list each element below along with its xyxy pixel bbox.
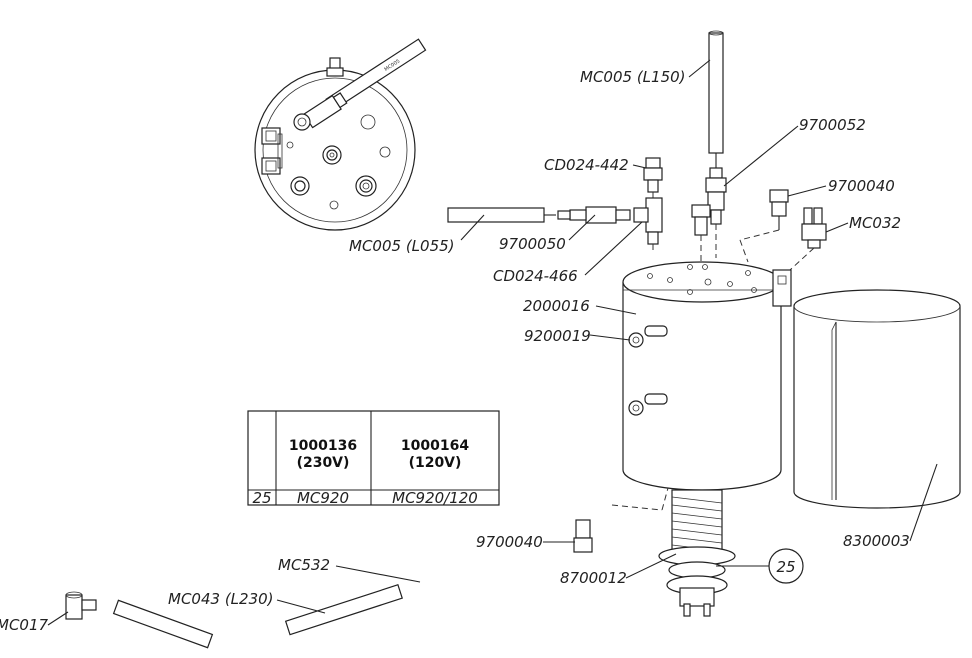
label-mc532: MC532 (278, 556, 330, 574)
label-9200019: 9200019 (524, 327, 591, 345)
label-9700040-top: 9700040 (828, 177, 895, 195)
tee-cd024-466 (633, 197, 663, 252)
table-cell-2: MC920/120 (392, 489, 478, 507)
variant-table: 1000136 (230V) 1000164 (120V) 25 MC920 M… (247, 410, 500, 507)
callout-25-text: 25 (776, 558, 795, 576)
callout-25: 25 (716, 548, 804, 584)
tube-mc043-l230 (284, 584, 403, 636)
label-cd024-466: CD024-466 (493, 267, 578, 285)
fitting-small (691, 204, 711, 262)
fitting-9700040-top (739, 189, 789, 263)
fitting-9700052 (705, 167, 727, 258)
elbow-mc017 (65, 591, 97, 620)
label-mc005-l055: MC005 (L055) (349, 237, 455, 255)
table-row-ref: 25 (252, 489, 271, 507)
probe-mc005-l150 (708, 30, 724, 168)
leader-lines (47, 59, 938, 626)
fitting-cd024-442 (643, 157, 663, 198)
label-9700050: 9700050 (499, 235, 566, 253)
label-mc032: MC032 (849, 214, 901, 232)
connector-9700050 (557, 206, 631, 224)
boiler-top-view: MC005 (254, 38, 427, 231)
boiler-body-2000016 (622, 261, 792, 491)
label-cd024-442: CD024-442 (544, 156, 629, 174)
table-cell-1: MC920 (297, 489, 349, 507)
fitting-9700040-bottom (573, 519, 593, 553)
label-8300003: 8300003 (843, 532, 910, 550)
label-mc005-l150: MC005 (L150) (580, 68, 686, 86)
heating-element-8700012 (611, 487, 736, 617)
label-9700040-bottom: 9700040 (476, 533, 543, 551)
table-header-2-code: 1000164 (401, 438, 469, 454)
insulation-wrap-8300003 (793, 289, 961, 509)
label-mc017: MC017 (0, 616, 49, 634)
label-8700012: 8700012 (560, 569, 627, 587)
table-header-1-voltage: (230V) (297, 455, 350, 471)
table-header-2-voltage: (120V) (409, 455, 462, 471)
thermostat-mc032 (789, 207, 827, 271)
label-9700052: 9700052 (799, 116, 866, 134)
table-header-1-code: 1000136 (289, 438, 357, 454)
y-piece-small (234, 620, 278, 642)
y-piece-mc532 (410, 558, 457, 590)
tube-long (112, 599, 214, 649)
label-mc043-l230: MC043 (L230) (168, 590, 274, 608)
tube-mc005-l055 (447, 207, 556, 223)
label-2000016: 2000016 (523, 297, 590, 315)
